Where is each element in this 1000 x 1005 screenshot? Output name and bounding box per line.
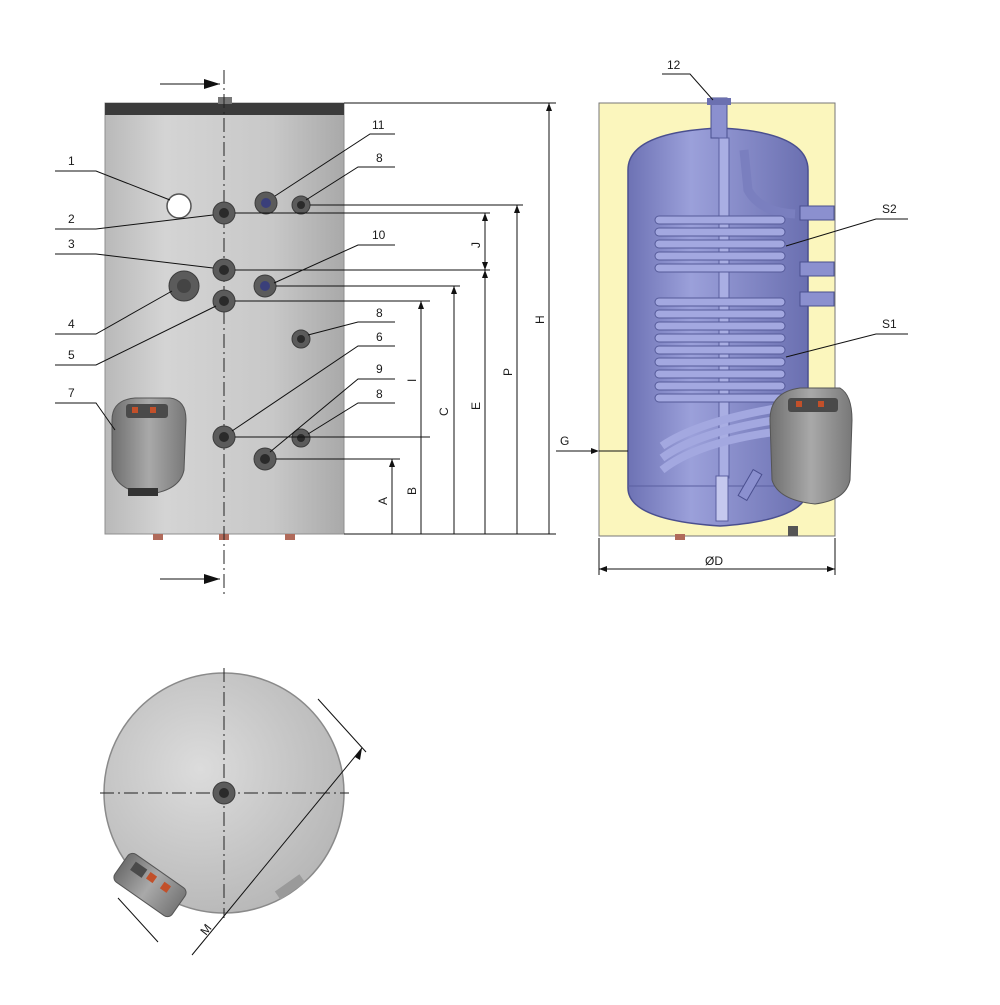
callout-5: 5 <box>68 348 75 362</box>
callout-8-top: 8 <box>376 151 383 165</box>
dim-M-arrow <box>355 748 362 760</box>
top-outlet <box>218 97 232 104</box>
port-8-low <box>291 428 311 448</box>
dim-J: J <box>469 242 483 248</box>
bottom-stub <box>737 468 763 502</box>
top-view: M <box>100 668 367 956</box>
bottom-anode <box>715 475 729 522</box>
callout-12: 12 <box>667 58 681 72</box>
coil-S2 <box>654 215 786 273</box>
dim-C: C <box>437 407 451 416</box>
port-6 <box>212 425 236 449</box>
dim-I: I <box>405 379 419 382</box>
foot <box>285 534 295 540</box>
callouts-front: 1 2 3 4 5 7 11 8 10 8 6 9 8 <box>55 118 395 453</box>
extension-lines <box>235 102 556 535</box>
callout-S2: S2 <box>882 202 897 216</box>
dim-P: P <box>501 368 515 376</box>
port-3 <box>212 258 236 282</box>
callout-10: 10 <box>372 228 386 242</box>
top-port-cap <box>707 98 731 105</box>
callout-11: 11 <box>372 118 385 132</box>
top-side-port <box>274 874 306 900</box>
tank-top-cap <box>105 103 344 115</box>
top-control-unit <box>113 852 187 918</box>
dimension-lines <box>389 103 552 534</box>
section-arrowhead <box>204 79 220 89</box>
dim-H: H <box>533 315 547 324</box>
dim-M-ext-bottom <box>117 897 159 943</box>
dim-E: E <box>469 402 483 410</box>
coil-S1 <box>654 297 791 474</box>
port-5 <box>212 289 236 313</box>
dim-M: M <box>197 921 214 937</box>
section-arrowhead <box>204 574 220 584</box>
callout-9: 9 <box>376 362 383 376</box>
dim-M-line <box>191 747 363 956</box>
callout-3: 3 <box>68 237 75 251</box>
leader-S2 <box>785 218 908 247</box>
port-1 <box>166 193 192 219</box>
front-view: 1 2 3 4 5 7 11 8 10 8 6 9 8 <box>55 70 556 597</box>
leader-12 <box>662 73 714 101</box>
control-unit <box>111 397 187 496</box>
callout-7: 7 <box>68 386 75 400</box>
leader-S1 <box>785 333 908 358</box>
foot <box>675 534 685 540</box>
port-2 <box>212 201 236 225</box>
callout-S1: S1 <box>882 317 897 331</box>
foot <box>788 526 798 536</box>
port-10 <box>253 274 277 298</box>
dim-B: B <box>405 487 419 495</box>
port-9 <box>253 447 277 471</box>
callout-1: 1 <box>68 154 75 168</box>
top-port <box>212 781 236 805</box>
section-view: G ØD 12 S2 S1 <box>556 58 908 575</box>
port-11 <box>254 191 278 215</box>
dim-D-arrow <box>599 566 607 572</box>
callout-6: 6 <box>376 330 383 344</box>
dim-D-arrow <box>827 566 835 572</box>
dim-D: ØD <box>705 554 723 568</box>
side-connections <box>799 205 835 307</box>
riser-pipe <box>739 149 796 219</box>
port-4 <box>168 270 200 302</box>
callout-2: 2 <box>68 212 75 226</box>
callout-8-low: 8 <box>376 387 383 401</box>
foot <box>153 534 163 540</box>
dim-G: G <box>560 434 569 448</box>
dim-A: A <box>376 497 390 505</box>
callout-8-mid: 8 <box>376 306 383 320</box>
port-8-mid <box>291 329 311 349</box>
callout-4: 4 <box>68 317 75 331</box>
dim-M-ext-top <box>317 698 367 753</box>
dim-G-arrow <box>591 448 599 454</box>
section-control-unit <box>769 387 853 505</box>
